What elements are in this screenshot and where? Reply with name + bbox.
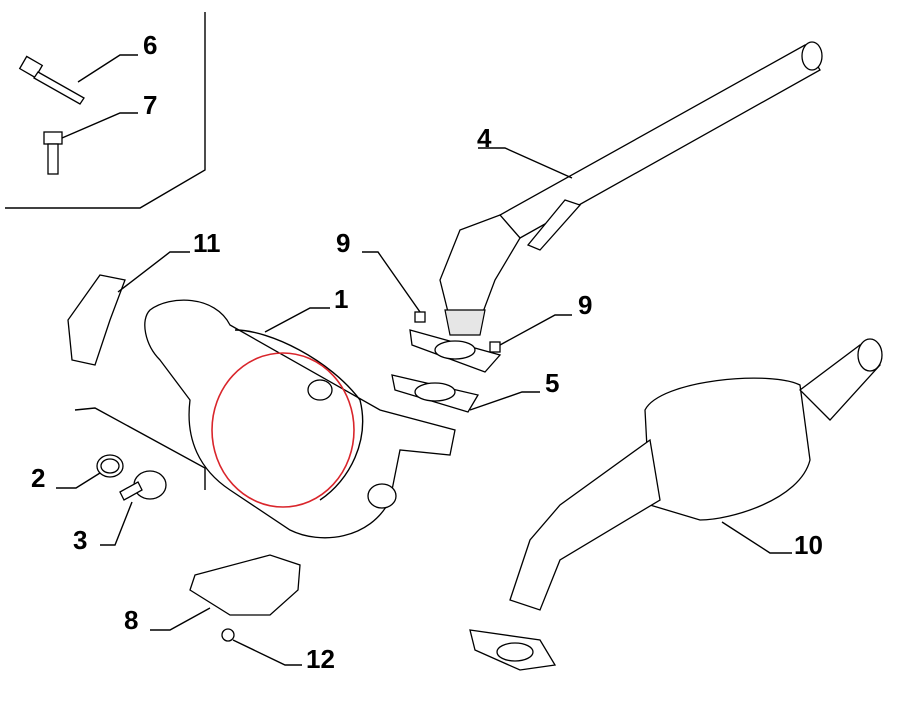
nut-part-12[interactable] — [221, 628, 235, 642]
bolt-part-7[interactable] — [43, 131, 63, 175]
callout-6[interactable]: 6 — [143, 30, 157, 60]
sensor-part-3[interactable] — [119, 470, 167, 501]
catalytic-converter-part-1[interactable] — [144, 299, 456, 539]
exhaust-pipe-part-4[interactable] — [439, 41, 823, 336]
nut-part-9b[interactable] — [489, 341, 501, 353]
callout-7[interactable]: 7 — [143, 90, 157, 120]
callout-5[interactable]: 5 — [545, 368, 559, 398]
bracket-part-11[interactable] — [67, 274, 126, 366]
callout-10[interactable]: 10 — [794, 530, 823, 560]
highlight-circle — [211, 352, 355, 508]
callout-8[interactable]: 8 — [124, 605, 138, 635]
nut-part-9a[interactable] — [414, 311, 426, 323]
bracket-part-8[interactable] — [189, 554, 301, 616]
callout-2[interactable]: 2 — [31, 463, 45, 493]
callout-4[interactable]: 4 — [477, 123, 492, 153]
hardware-inset-border — [5, 12, 206, 209]
callout-12[interactable]: 12 — [306, 644, 335, 674]
callout-9-right[interactable]: 9 — [578, 290, 592, 320]
callout-3[interactable]: 3 — [73, 525, 87, 555]
leader-lines — [56, 54, 792, 666]
callout-1[interactable]: 1 — [334, 284, 348, 314]
callout-11[interactable]: 11 — [193, 228, 221, 258]
sensor-inset-border — [74, 407, 206, 490]
particulate-filter-part-10[interactable] — [469, 338, 883, 671]
callout-9-upper[interactable]: 9 — [336, 228, 350, 258]
bolt-part-6[interactable] — [18, 55, 85, 105]
